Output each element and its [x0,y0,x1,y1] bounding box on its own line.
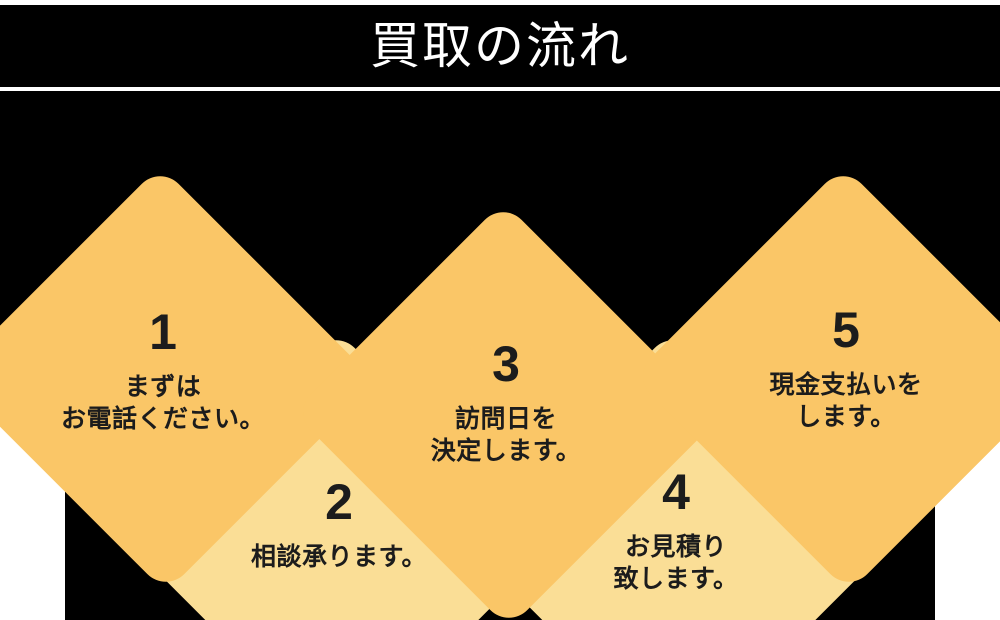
diagram-stage: 1 まずは お電話ください。 2 相談承ります。 3 訪問日を 決定します。 4 [0,91,1000,620]
step-diamond-4[interactable]: 4 お見積り 致します。 [462,329,890,620]
step-diamond-2[interactable]: 2 相談承ります。 [125,329,553,620]
step-content-2: 2 相談承ります。 [207,477,470,573]
step-number-5: 5 [832,302,860,358]
step-label-1: まずは お電話ください。 [60,372,265,433]
page-title: 買取の流れ [370,18,630,74]
step-label-4: お見積り 致します。 [613,532,739,593]
step-number-1: 1 [149,304,177,360]
step-content-4: 4 お見積り 致します。 [544,467,807,595]
step-content-3: 3 訪問日を 決定します。 [374,339,637,467]
step-content-1: 1 まずは お電話ください。 [31,307,294,435]
step-content-5: 5 現金支払いを します。 [714,305,977,433]
step-number-3: 3 [492,336,520,392]
step-label-5: 現金支払いを します。 [769,370,923,431]
step-diamond-3[interactable]: 3 訪問日を 決定します。 [292,201,720,620]
header-band: 買取の流れ [0,5,1000,87]
step-diamond-1[interactable]: 1 まずは お電話ください。 [0,165,377,593]
step-label-2: 相談承ります。 [250,542,427,571]
step-number-2: 2 [325,474,353,530]
step-label-3: 訪問日を 決定します。 [430,404,582,465]
step-number-4: 4 [662,464,690,520]
step-diamond-5[interactable]: 5 現金支払いを します。 [632,165,1000,593]
